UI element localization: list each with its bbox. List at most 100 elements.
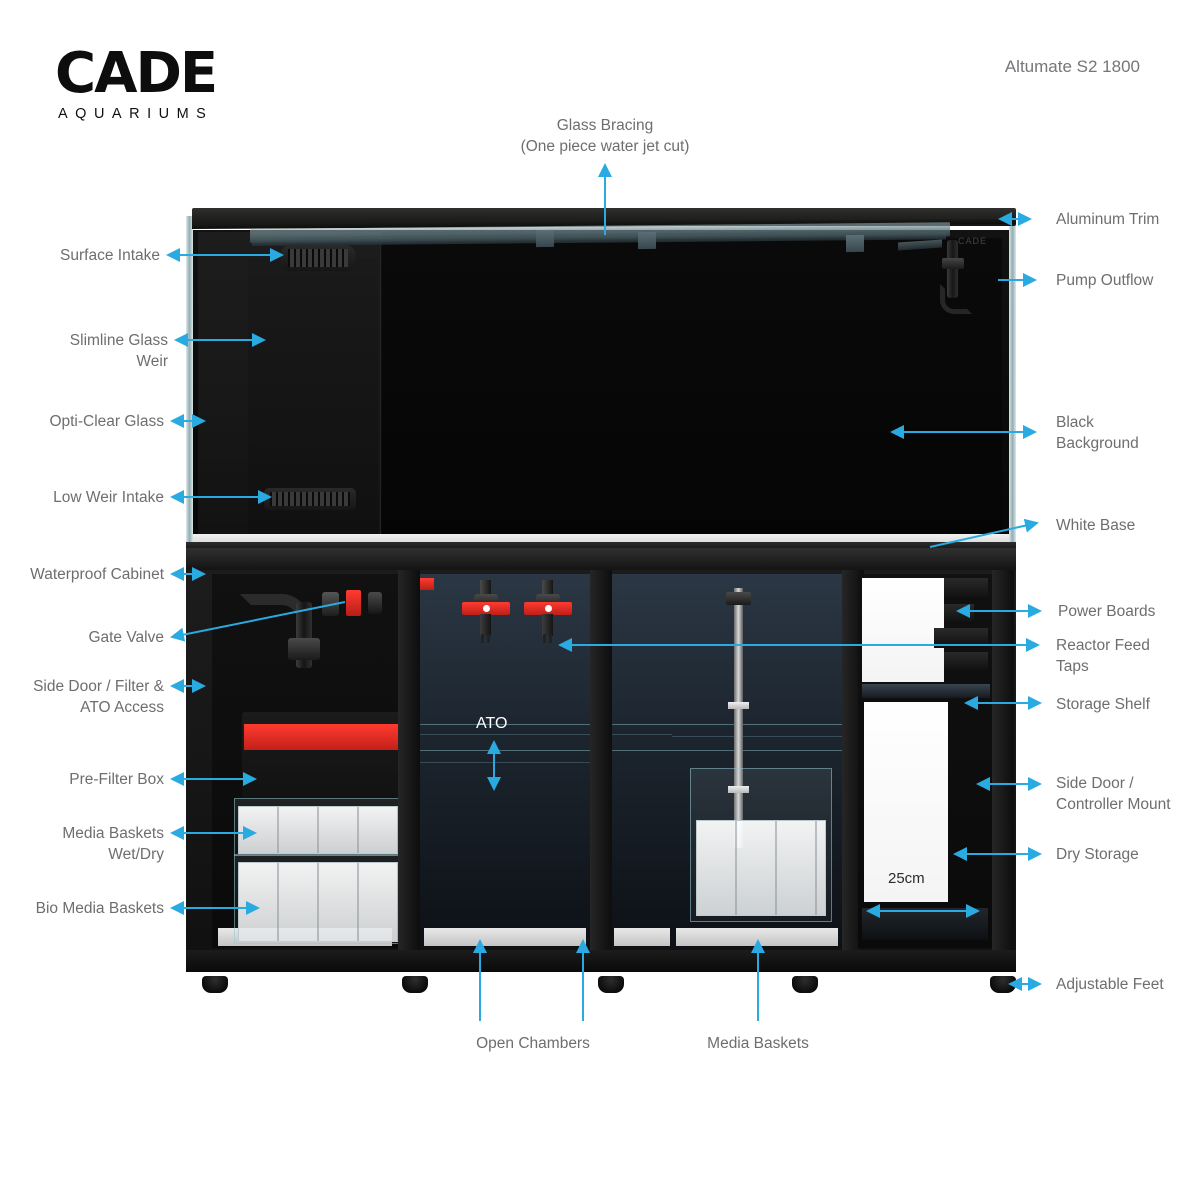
label-open-chambers: Open Chambers [476, 1035, 590, 1052]
water-level-line [420, 762, 590, 763]
slimline-glass-weir-chamber [198, 232, 381, 538]
adjustable-foot [402, 976, 428, 993]
label-glass-bracing: Glass Bracing (One piece water jet cut) [520, 117, 690, 155]
tap-nozzle [542, 614, 553, 636]
return-pump-standpipe [734, 588, 743, 848]
basket-dividers [239, 863, 398, 941]
label-media-baskets-wet-dry: Media Baskets Wet/Dry [62, 825, 164, 863]
waterproof-cabinet: 25cm [186, 548, 1016, 978]
dry-storage-width-label: 25cm [888, 870, 925, 887]
intake-slats [270, 492, 350, 506]
power-board [944, 604, 974, 624]
glass-bracing-tab [638, 231, 656, 250]
water-level-line [672, 724, 842, 725]
water-level-line [672, 750, 842, 751]
water-level-line [612, 750, 672, 751]
cabinet-divider-post [590, 570, 612, 950]
basket-dividers [239, 807, 398, 853]
tap-outlet [549, 634, 552, 643]
brand-tagline: AQUARIUMS [58, 106, 214, 122]
bay-background [612, 574, 672, 948]
media-baskets [696, 820, 826, 916]
bay-background [420, 574, 590, 948]
glass-bracing-tab [846, 234, 864, 253]
water-level-line [420, 750, 590, 751]
tap-lever[interactable] [524, 602, 572, 615]
standpipe-clip [728, 786, 749, 793]
surface-intake-grill [281, 245, 355, 271]
cabinet-bottom-rail [186, 950, 1016, 972]
label-storage-shelf: Storage Shelf [1056, 696, 1150, 713]
adjustable-foot [202, 976, 228, 993]
ato-level-label: ATO [476, 715, 508, 732]
cade-logo: CADE AQUARIUMS [55, 46, 295, 126]
label-waterproof-cabinet: Waterproof Cabinet [30, 566, 164, 583]
model-title: Altumate S2 1800 [1004, 57, 1140, 76]
label-surface-intake: Surface Intake [60, 247, 160, 264]
cade-emboss-mark: CADE [958, 236, 988, 246]
tap-outlet [543, 634, 546, 643]
pump-outflow-pipe [898, 239, 972, 314]
basket-dividers [697, 821, 825, 915]
outflow-elbow [940, 284, 972, 314]
cabinet-bay-open-left [420, 574, 590, 948]
water-level-line [420, 734, 590, 735]
label-black-background: Black Background [1056, 414, 1139, 452]
water-level-line [612, 734, 672, 735]
sump-floor [424, 928, 586, 946]
brand-wordmark: CADE [55, 41, 218, 106]
label-media-baskets: Media Baskets [707, 1035, 809, 1052]
tap-riser [542, 580, 553, 596]
power-board [944, 578, 988, 600]
gate-valve-handle [322, 592, 339, 616]
standpipe-collar [726, 592, 751, 605]
adjustable-foot [990, 976, 1016, 993]
tap-outlet [481, 634, 484, 643]
power-board [934, 628, 988, 648]
cabinet-bay-open-right [612, 574, 672, 948]
storage-shelf [862, 684, 990, 698]
sump-floor [676, 928, 838, 946]
label-low-weir-intake: Low Weir Intake [53, 489, 164, 506]
water-level-line [420, 724, 590, 725]
aquarium-tank: CADE [186, 208, 1016, 552]
gate-valve-union [288, 638, 320, 660]
black-background-panel [382, 238, 1002, 534]
pre-filter-box [242, 712, 398, 798]
reactor-feed-tap[interactable] [524, 580, 572, 643]
tap-nozzle [480, 614, 491, 636]
label-pre-filter-box: Pre-Filter Box [69, 771, 164, 788]
bio-media-baskets [238, 862, 398, 942]
cabinet-bay-return-pump [672, 574, 842, 948]
label-adjustable-feet: Adjustable Feet [1056, 976, 1164, 993]
power-board [944, 652, 988, 672]
water-level-line [612, 724, 672, 725]
cabinet-divider-post [992, 570, 1014, 950]
label-gate-valve: Gate Valve [88, 629, 164, 646]
tap-outlet [487, 634, 490, 643]
label-side-door-filter-ato-access: Side Door / Filter & ATO Access [33, 678, 164, 716]
low-weir-intake-grill [264, 488, 356, 510]
label-slimline-glass-weir: Slimline Glass Weir [69, 332, 168, 370]
dry-storage-lower [864, 702, 948, 902]
label-opti-clear-glass: Opti-Clear Glass [49, 413, 164, 430]
reactor-feed-tap[interactable] [462, 580, 510, 643]
cabinet-bay-filtration [212, 574, 398, 948]
label-white-base: White Base [1056, 517, 1136, 534]
cabinet-top-rail [186, 548, 1016, 570]
pre-filter-red-band [244, 724, 398, 750]
gate-valve-red-handle [346, 590, 361, 616]
outflow-stem [947, 240, 958, 298]
standpipe-clip [728, 702, 749, 709]
outflow-union [942, 258, 964, 269]
tap-lever[interactable] [462, 602, 510, 615]
adjustable-foot [598, 976, 624, 993]
label-dry-storage: Dry Storage [1056, 846, 1139, 863]
adjustable-foot [792, 976, 818, 993]
sump-floor [614, 928, 670, 946]
label-side-door-controller-mount: Side Door / Controller Mount [1056, 775, 1171, 813]
water-level-line [672, 736, 842, 737]
tap-riser [480, 580, 491, 596]
reactor-feed-tap-partial [420, 578, 434, 590]
